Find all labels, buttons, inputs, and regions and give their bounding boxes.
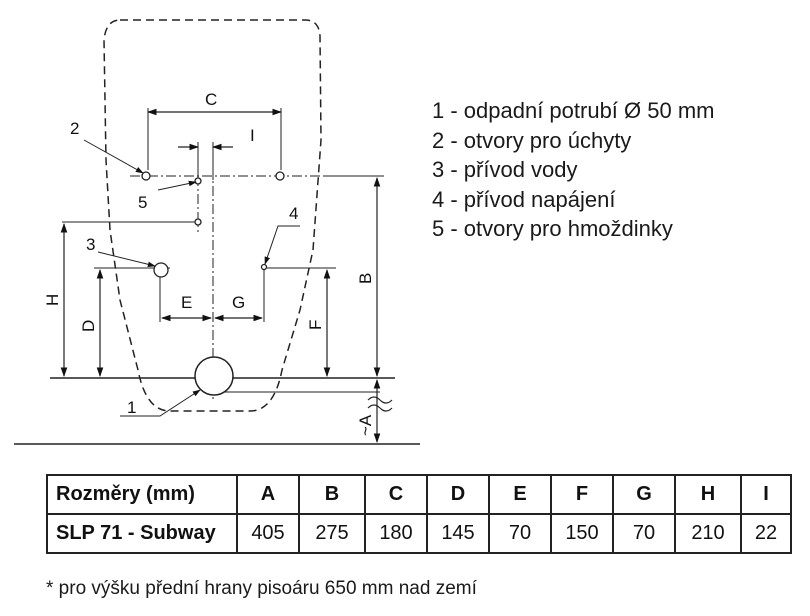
power-inlet xyxy=(260,263,268,271)
legend: 1 - odpadní potrubí Ø 50 mm 2 - otvory p… xyxy=(432,96,715,244)
callout-5: 5 xyxy=(138,193,147,212)
leader-2 xyxy=(83,139,144,174)
table-header-cell: F xyxy=(550,474,614,515)
table-cell: 70 xyxy=(612,513,676,554)
legend-item: 4 - přívod napájení xyxy=(432,186,616,212)
callout-4: 4 xyxy=(289,204,298,223)
label-B: B xyxy=(356,273,375,284)
leader-3 xyxy=(97,251,156,268)
table-cell: 150 xyxy=(550,513,614,554)
table-header-cell: A xyxy=(236,474,300,515)
label-H: H xyxy=(43,294,62,306)
legend-item: 5 - otvory pro hmoždinky xyxy=(432,216,673,241)
table-header-cell: G xyxy=(612,474,676,515)
label-E: E xyxy=(181,293,192,312)
label-F: F xyxy=(306,320,325,330)
urinal-installation-drawing: C I E G B H D F ~A 2 5 3 4 1 xyxy=(14,19,420,445)
table-cell: SLP 71 - Subway xyxy=(46,513,238,554)
label-G: G xyxy=(232,293,245,312)
table-cell: 22 xyxy=(740,513,792,554)
table-header-row: Rozměry (mm) A B C D E F G H I xyxy=(46,474,792,515)
table-row: SLP 71 - Subway 405 275 180 145 70 150 7… xyxy=(46,513,792,554)
callout-3: 3 xyxy=(86,235,95,254)
break-symbol xyxy=(367,396,393,412)
water-inlet xyxy=(153,262,169,278)
label-A: ~A xyxy=(356,414,375,436)
table-header-cell: I xyxy=(740,474,792,515)
legend-item: 1 - odpadní potrubí Ø 50 mm xyxy=(432,98,715,123)
legend-item: 2 - otvory pro úchyty xyxy=(432,127,632,153)
fixing-hole-left xyxy=(141,171,151,181)
anchor-hole-lower xyxy=(194,218,202,226)
table-header-cell: C xyxy=(364,474,428,515)
table-cell: 180 xyxy=(364,513,428,554)
table-header-cell: B xyxy=(298,474,366,515)
table-cell: 275 xyxy=(298,513,366,554)
anchor-hole-upper xyxy=(194,177,202,185)
table-cell: 405 xyxy=(236,513,300,554)
label-C: C xyxy=(205,90,217,109)
label-I: I xyxy=(250,126,255,145)
leader-1 xyxy=(120,389,201,417)
table-header-cell: Rozměry (mm) xyxy=(46,474,238,515)
leader-5 xyxy=(157,180,197,191)
leader-4 xyxy=(264,225,300,265)
urinal-outline xyxy=(103,19,322,412)
label-D: D xyxy=(79,320,98,332)
callout-2: 2 xyxy=(70,119,79,138)
footnote: * pro výšku přední hrany pisoáru 650 mm … xyxy=(46,578,477,599)
waste-pipe xyxy=(194,356,234,396)
table-header-cell: D xyxy=(426,474,490,515)
table-cell: 145 xyxy=(426,513,490,554)
table-cell: 70 xyxy=(488,513,552,554)
callout-1: 1 xyxy=(127,398,136,417)
dimensions-table: Rozměry (mm) A B C D E F G H I SLP 71 - … xyxy=(46,474,792,554)
fixing-hole-right xyxy=(275,171,285,181)
table-cell: 210 xyxy=(674,513,742,554)
table-header-cell: H xyxy=(674,474,742,515)
legend-item: 3 - přívod vody xyxy=(432,157,578,182)
table-header-cell: E xyxy=(488,474,552,515)
